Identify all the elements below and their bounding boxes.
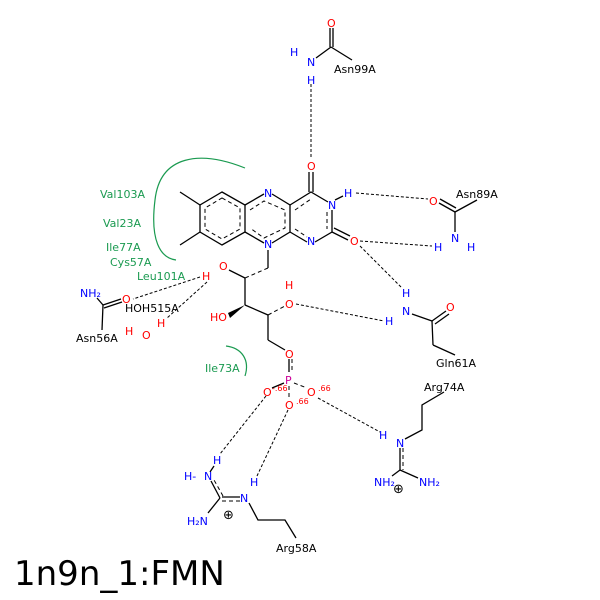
atom-h: H (250, 476, 258, 489)
hydrophobic-arc-main (153, 157, 246, 261)
hydrophobic-label: Leu101A (137, 270, 186, 283)
water-hoh515: HOH515A H O H (125, 302, 179, 342)
atom-o: O (142, 329, 151, 342)
atom-o: O (285, 298, 294, 311)
diagram-title: 1n9n_1:FMN (14, 554, 225, 594)
atom-h: H (467, 241, 475, 254)
residue-asn89: O N H H Asn89A (429, 188, 498, 254)
residue-label-asn56: Asn56A (76, 332, 118, 345)
atom-o: O (307, 160, 316, 173)
atom-nh2: NH₂ (80, 287, 101, 300)
residue-label-asn89: Asn89A (456, 188, 498, 201)
atom-nh2: NH₂ (419, 476, 440, 489)
atom-n: N (264, 238, 272, 251)
atom-o: O (285, 399, 294, 412)
hydrophobic-label: Val23A (103, 217, 141, 230)
atom-n: N (328, 199, 336, 212)
atom-h: H (213, 454, 221, 467)
atom-h: H (434, 241, 442, 254)
atom-o: O (307, 386, 316, 399)
atom-o: O (285, 348, 294, 361)
atom-n: N (307, 56, 315, 69)
charge-label: -.66 (272, 384, 288, 393)
residue-label-hoh515: HOH515A (125, 302, 179, 315)
atom-h: H (344, 187, 352, 200)
atom-h: H- (184, 470, 196, 483)
hydrogen-bonds (132, 84, 433, 477)
residue-arg74: Arg74A N H NH₂ NH₂ ⊕ (374, 381, 465, 497)
atom-o: O (263, 386, 272, 399)
charge-label: .66 (318, 384, 331, 393)
atom-h: H (202, 270, 210, 283)
atom-h: H (307, 74, 315, 87)
atom-n: N (307, 235, 315, 248)
hydrophobic-label: Ile73A (205, 362, 240, 375)
ligand-fmn: O N N N H N O O H HO O H O P O -.66 O .6… (179, 160, 359, 412)
atom-n: N (396, 437, 404, 450)
atom-n: N (240, 492, 248, 505)
atom-h: H (402, 287, 410, 300)
hydrophobic-labels: Val103A Val23A Ile77A Cys57A Leu101A Ile… (100, 188, 240, 375)
residue-label-asn99: Asn99A (334, 63, 376, 76)
hydrophobic-label: Ile77A (106, 241, 141, 254)
hydrophobic-label: Cys57A (110, 256, 152, 269)
atom-h: H (385, 315, 393, 328)
atom-o: O (122, 293, 131, 306)
residue-label-arg74: Arg74A (424, 381, 465, 394)
residue-label-gln61: Gln61A (436, 357, 477, 370)
atom-nh2: NH₂ (374, 476, 395, 489)
hydrophobic-label: Val103A (100, 188, 145, 201)
atom-o: O (429, 195, 438, 208)
atom-o: O (219, 260, 228, 273)
atom-o: O (327, 17, 336, 30)
atom-p: P (285, 374, 292, 387)
positive-charge-icon: ⊕ (393, 482, 404, 497)
residue-label-arg58: Arg58A (276, 542, 317, 555)
residue-arg58: N H N H H- H₂N ⊕ Arg58A (184, 454, 317, 555)
atom-h: H (379, 429, 387, 442)
atom-n: N (402, 305, 410, 318)
charge-label: .66 (296, 397, 309, 406)
atom-h: H (285, 279, 293, 292)
atom-n: N (204, 470, 212, 483)
atom-h: H (290, 46, 298, 59)
residue-asn56: NH₂ O Asn56A (76, 287, 131, 345)
atom-ho: HO (210, 311, 227, 324)
positive-charge-icon: ⊕ (223, 508, 234, 523)
atom-o: O (350, 235, 359, 248)
atom-h2n: H₂N (187, 515, 208, 528)
atom-n: N (451, 232, 459, 245)
atom-o: O (446, 301, 455, 314)
residue-asn99: O N H H Asn99A (290, 17, 376, 87)
atom-h: H (125, 325, 133, 338)
atom-n: N (264, 187, 272, 200)
residue-gln61: N H H O Gln61A (385, 287, 477, 370)
hydrophobic-arc-ile73 (225, 345, 247, 377)
atom-h: H (157, 317, 165, 330)
